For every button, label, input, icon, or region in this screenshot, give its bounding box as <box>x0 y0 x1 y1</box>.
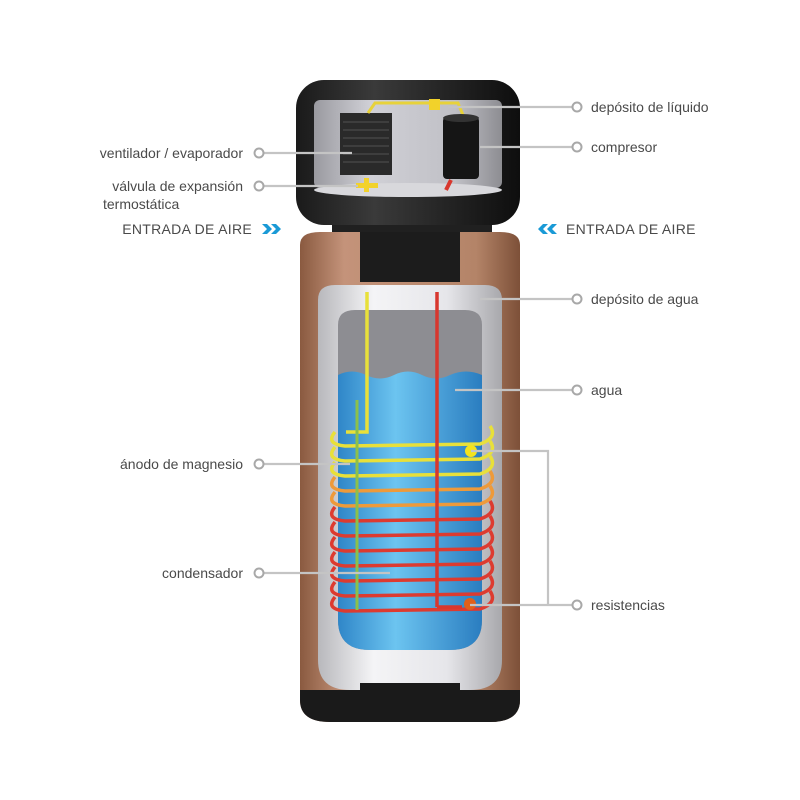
coil-turn <box>329 455 495 478</box>
coil-turn <box>329 545 495 568</box>
top-unit <box>296 80 520 237</box>
coil-turn <box>329 515 495 538</box>
coil-turn <box>329 575 495 598</box>
liquid-tank-icon <box>429 99 440 110</box>
label-fan-evaporator: ventilador / evaporador <box>100 145 244 161</box>
label-dots <box>253 101 583 611</box>
label-magnesium-anode: ánodo de magnesio <box>120 456 243 472</box>
label-liquid-tank: depósito de líquido <box>591 99 709 115</box>
leader-lines <box>259 105 577 607</box>
coil-turn <box>329 485 495 508</box>
label-expansion-valve-line2: termostática <box>103 196 179 212</box>
pipes <box>346 292 462 610</box>
compressor-icon <box>443 117 479 179</box>
coil-turn <box>329 500 495 523</box>
label-water: agua <box>591 382 622 398</box>
evaporator-grille <box>340 113 392 175</box>
chevron-left-icon <box>538 224 557 234</box>
coil-turn <box>329 425 495 448</box>
coil-turn <box>329 530 495 553</box>
label-condenser: condensador <box>162 565 243 581</box>
coil-turn <box>329 590 495 613</box>
label-compressor: compresor <box>591 139 657 155</box>
air-inlet-left-label: ENTRADA DE AIRE <box>122 221 252 237</box>
label-expansion-valve-line1: válvula de expansión <box>112 178 243 194</box>
air-inlet-right-label: ENTRADA DE AIRE <box>566 221 696 237</box>
coil-turn <box>329 470 495 493</box>
label-resistors: resistencias <box>591 597 665 613</box>
chevron-right-icon <box>262 224 281 234</box>
condenser-coil <box>329 425 495 613</box>
coil-turn <box>329 440 495 463</box>
label-water-tank: depósito de agua <box>591 291 699 307</box>
